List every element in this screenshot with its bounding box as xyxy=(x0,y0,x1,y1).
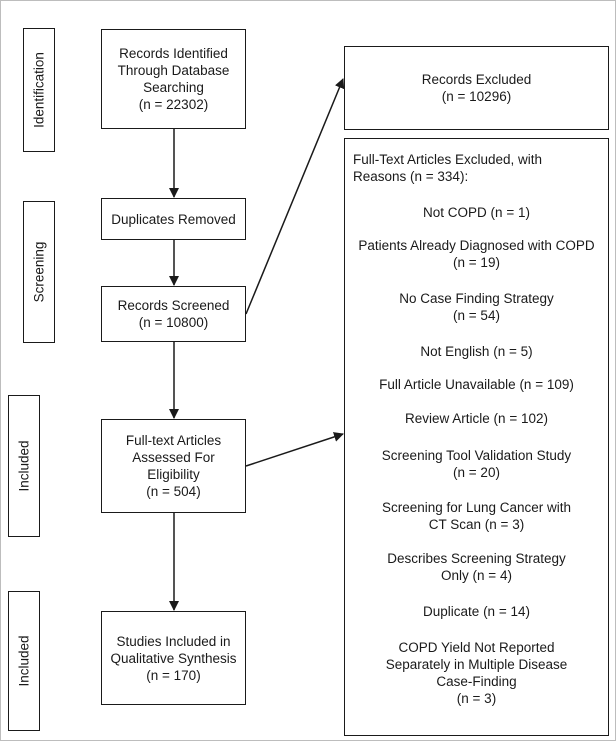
studies-included-line2: Qualitative Synthesis xyxy=(110,650,237,666)
stage-screening-label: Screening xyxy=(31,241,47,303)
fulltext-excluded-header-line2: Reasons (n = 334): xyxy=(353,169,469,184)
fulltext-excluded-header-line1: Full-Text Articles Excluded, with xyxy=(353,152,543,167)
stage-included-1-label: Included xyxy=(16,440,32,492)
fulltext-assessed-line3: Eligibility xyxy=(147,467,200,482)
reason-item: No Case Finding Strategy (n = 54) xyxy=(347,290,606,324)
stage-included-2-label: Included xyxy=(16,635,32,687)
studies-included-line1: Studies Included in xyxy=(116,633,231,649)
reason-item: Duplicate (n = 14) xyxy=(347,603,606,620)
reason-line: (n = 19) xyxy=(453,255,500,270)
reason-line: Case-Finding xyxy=(436,674,517,689)
reason-line: Review Article (n = 102) xyxy=(405,411,548,426)
reason-line: Describes Screening Strategy xyxy=(387,551,566,566)
studies-included-count: (n = 170) xyxy=(146,667,201,683)
reason-line: Not COPD (n = 1) xyxy=(423,205,530,220)
records-identified-line3: Searching xyxy=(143,80,204,95)
reason-line: Not English (n = 5) xyxy=(420,344,533,359)
reason-item: COPD Yield Not Reported Separately in Mu… xyxy=(347,639,606,707)
reason-line: Duplicate (n = 14) xyxy=(423,604,530,619)
reason-line: Full Article Unavailable (n = 109) xyxy=(379,377,574,392)
fulltext-assessed-count: (n = 504) xyxy=(146,484,201,499)
stage-screening: Screening xyxy=(23,201,55,343)
stage-included-1: Included xyxy=(8,395,40,537)
reason-line: Patients Already Diagnosed with COPD xyxy=(358,238,595,253)
records-screened-label: Records Screened xyxy=(117,298,230,313)
fulltext-excluded-box: Full-Text Articles Excluded, with Reason… xyxy=(344,138,609,736)
reason-line: No Case Finding Strategy xyxy=(399,291,554,306)
duplicates-removed-label: Duplicates Removed xyxy=(111,211,236,227)
fulltext-assessed-line2: Assessed For xyxy=(132,450,215,465)
reason-line: (n = 54) xyxy=(453,308,500,323)
records-excluded-label: Records Excluded xyxy=(421,72,532,87)
reason-line: Separately in Multiple Disease xyxy=(385,657,568,672)
reason-item: Full Article Unavailable (n = 109) xyxy=(347,376,606,393)
reason-item: Review Article (n = 102) xyxy=(347,410,606,427)
records-screened-count: (n = 10800) xyxy=(138,315,209,330)
reason-line: (n = 3) xyxy=(456,691,497,706)
records-identified-count: (n = 22302) xyxy=(138,97,209,112)
arrow-screened-to-excluded xyxy=(245,78,345,315)
reason-line: (n = 20) xyxy=(453,465,500,480)
duplicates-removed-box: Duplicates Removed xyxy=(101,198,246,240)
reason-item: Patients Already Diagnosed with COPD (n … xyxy=(347,237,606,271)
reason-line: Screening Tool Validation Study xyxy=(381,448,572,463)
stage-identification: Identification xyxy=(23,28,55,152)
reason-item: Not English (n = 5) xyxy=(347,343,606,360)
reason-item: Describes Screening Strategy Only (n = 4… xyxy=(347,550,606,584)
studies-included-box: Studies Included in Qualitative Synthesi… xyxy=(101,611,246,705)
records-excluded-box: Records Excluded (n = 10296) xyxy=(344,46,609,130)
fulltext-excluded-header: Full-Text Articles Excluded, with Reason… xyxy=(353,151,603,185)
records-identified-line2: Through Database xyxy=(117,63,230,78)
records-screened-box: Records Screened (n = 10800) xyxy=(101,286,246,342)
records-excluded-count: (n = 10296) xyxy=(441,89,512,104)
arrow-fulltext-to-reasons xyxy=(245,432,344,467)
reason-line: CT Scan (n = 3) xyxy=(428,517,525,532)
reason-item: Screening Tool Validation Study (n = 20) xyxy=(347,447,606,481)
stage-included-2: Included xyxy=(8,591,40,731)
stage-identification-label: Identification xyxy=(31,52,47,128)
records-identified-line1: Records Identified xyxy=(119,46,228,61)
fulltext-assessed-line1: Full-text Articles xyxy=(125,433,222,448)
records-identified-box: Records Identified Through Database Sear… xyxy=(101,29,246,129)
fulltext-assessed-box: Full-text Articles Assessed For Eligibil… xyxy=(101,419,246,513)
reason-line: Only (n = 4) xyxy=(441,568,512,583)
reason-item: Not COPD (n = 1) xyxy=(347,204,606,221)
reason-line: Screening for Lung Cancer with xyxy=(381,500,572,515)
reason-item: Screening for Lung Cancer with CT Scan (… xyxy=(347,499,606,533)
reason-line: COPD Yield Not Reported xyxy=(398,640,555,655)
